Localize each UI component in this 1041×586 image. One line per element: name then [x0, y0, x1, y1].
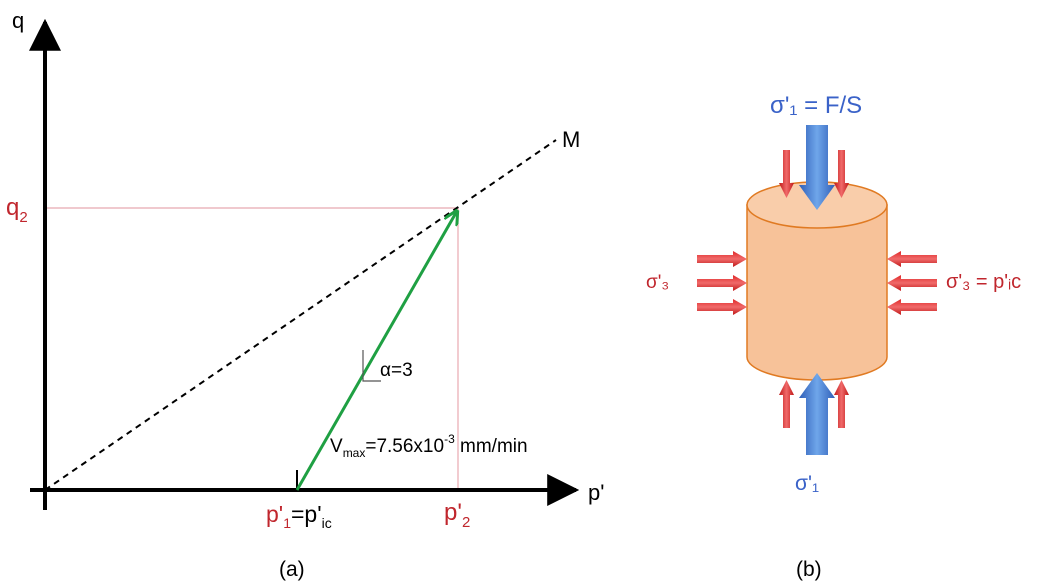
- sigma3-left-label: σ'₃: [646, 272, 669, 293]
- panel-b: σ'₁ = F/S σ'₁ σ'₃ σ'₃ = p'ᵢc (b): [646, 92, 1021, 581]
- p2-main: p': [444, 499, 462, 526]
- velocity-value: =7.56x10: [365, 436, 444, 457]
- top-pressure-arrow-right: [834, 150, 849, 198]
- bottom-pressure-arrow-left: [779, 380, 794, 428]
- p1-label: p'1=p'ic: [266, 501, 332, 531]
- p2-subscript: 2: [462, 514, 470, 531]
- velocity-v: V: [330, 436, 343, 457]
- m-line-label: M: [562, 127, 580, 152]
- right-confining-arrow: [887, 275, 937, 291]
- caption-a: (a): [279, 558, 305, 581]
- right-confining-arrow: [887, 251, 937, 267]
- axial-load-arrow-top: [799, 125, 835, 210]
- p1-main: p': [266, 501, 283, 527]
- p2-label: p'2: [444, 499, 470, 531]
- critical-state-line: [44, 139, 557, 491]
- bottom-pressure-arrow-right: [834, 380, 849, 428]
- left-confining-arrow: [697, 275, 747, 291]
- axial-load-arrow-bottom: [799, 373, 835, 455]
- slope-label: α=3: [380, 360, 413, 381]
- left-confining-arrows: [697, 251, 747, 315]
- sample-cylinder-body: [746, 204, 888, 381]
- p1-equals-pic: =p': [291, 501, 322, 527]
- right-confining-arrow: [887, 299, 937, 315]
- p1-ic-subscript: ic: [322, 515, 332, 531]
- stress-path-arrow: [295, 211, 457, 491]
- caption-b: (b): [796, 558, 822, 581]
- p-axis-label: p': [588, 480, 604, 505]
- left-confining-arrow: [697, 299, 747, 315]
- right-confining-arrows: [887, 251, 937, 315]
- p1-subscript: 1: [283, 515, 291, 531]
- sigma3-right-label: σ'₃ = p'ᵢc: [946, 271, 1021, 293]
- q2-main: q: [6, 194, 19, 221]
- velocity-unit: mm/min: [455, 436, 528, 457]
- top-pressure-arrow-left: [779, 150, 794, 198]
- velocity-exponent: -3: [444, 432, 455, 446]
- sigma1-bottom-label: σ'₁: [795, 472, 819, 495]
- q2-subscript: 2: [19, 209, 27, 226]
- q-axis-label: q: [12, 8, 24, 33]
- velocity-max-subscript: max: [343, 446, 366, 460]
- left-confining-arrow: [697, 251, 747, 267]
- q2-label: q2: [6, 194, 28, 226]
- panel-a: q p' M q2 p'2 p'1=p'ic α=3 Vmax=7.56x10-…: [6, 8, 604, 581]
- slope-triangle: [362, 350, 381, 382]
- velocity-label: Vmax=7.56x10-3 mm/min: [330, 432, 528, 460]
- sigma1-top-label: σ'₁ = F/S: [770, 92, 862, 119]
